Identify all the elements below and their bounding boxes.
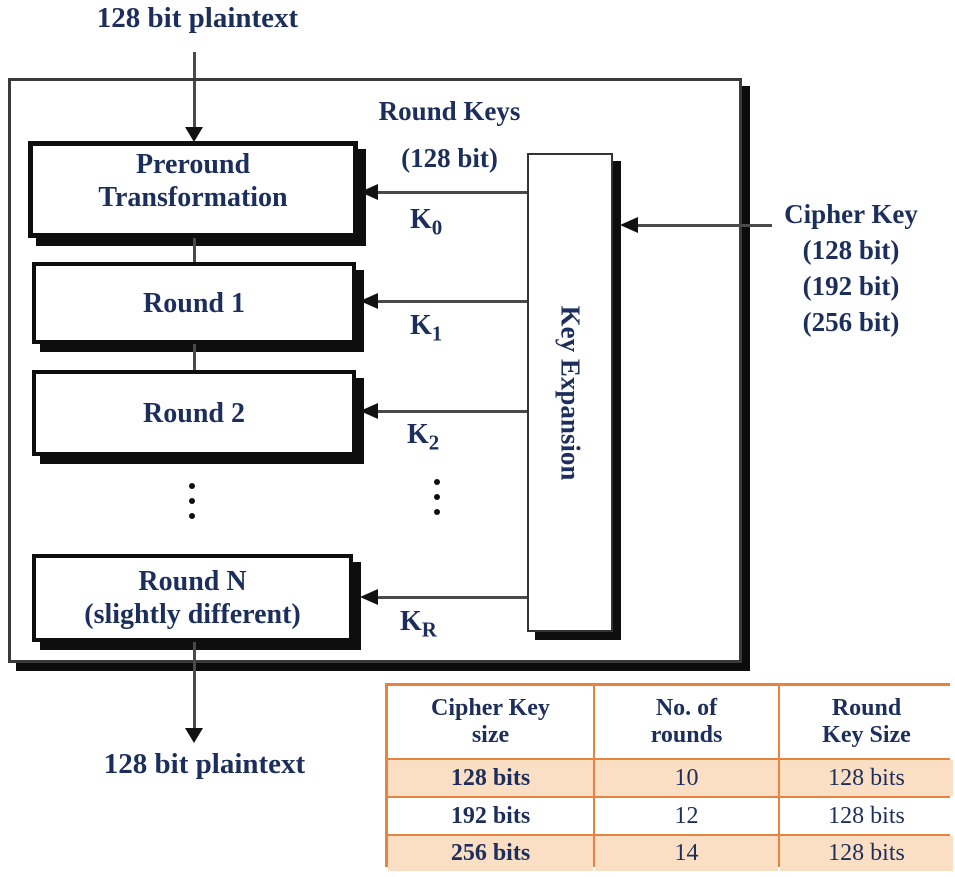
round-keys-title: Round Keys [378, 96, 521, 126]
key-expansion-label: Key Expansion [555, 305, 586, 480]
output-arrow-line [193, 642, 196, 730]
input-arrow-line [193, 52, 196, 130]
preround-line2: Transformation [98, 182, 288, 213]
cipher-key-size-256: (256 bit) [802, 307, 900, 337]
table-row: 256 bits [388, 836, 593, 871]
arrow-down-icon [185, 127, 203, 142]
arrow-left-icon [360, 589, 378, 605]
round-2-box: Round 2 [32, 370, 356, 456]
keys-ellipsis-dots [434, 479, 440, 515]
connector-round1-round2 [193, 344, 196, 370]
round-n-line2: (slightly different) [84, 599, 301, 630]
arrow-down-icon [185, 728, 203, 743]
k2-label: K2 [407, 419, 440, 455]
input-plaintext-label: 128 bit plaintext [96, 2, 299, 34]
table-row: 128 bits [780, 836, 953, 871]
cipher-key-size-192: (192 bit) [802, 271, 900, 301]
round-n-box: Round N (slightly different) [32, 554, 353, 642]
k0-arrow-line [378, 191, 527, 194]
k0-label: K0 [410, 204, 443, 240]
kr-label: KR [400, 606, 437, 642]
arrow-left-icon [360, 184, 378, 200]
round-2-label: Round 2 [143, 397, 245, 429]
table-row: 192 bits [388, 798, 593, 834]
table-row: 14 [595, 836, 778, 871]
k2-arrow-line [378, 410, 527, 413]
output-plaintext-label: 128 bit plaintext [103, 748, 306, 780]
cipher-key-arrow-line [638, 224, 772, 227]
round-1-box: Round 1 [32, 262, 356, 344]
connector-preround-round1 [193, 238, 196, 262]
cipher-key-size-128: (128 bit) [802, 235, 900, 265]
table-row: 12 [595, 798, 778, 834]
arrow-left-icon [360, 403, 378, 419]
table-row: 10 [595, 760, 778, 796]
cipher-key-caption: Cipher Key (128 bit) (192 bit) (256 bit) [770, 196, 932, 340]
rounds-ellipsis-dots [189, 483, 195, 519]
k1-arrow-line [378, 300, 527, 303]
arrow-left-icon [620, 217, 638, 233]
preround-transformation-box: Preround Transformation [28, 141, 358, 238]
table-row: 128 bits [388, 760, 593, 796]
table-row: 128 bits [780, 798, 953, 834]
preround-line1: Preround [135, 149, 251, 180]
round-keys-size: (128 bit) [401, 143, 498, 173]
table-row: 128 bits [780, 760, 953, 796]
key-expansion-box: Key Expansion [527, 153, 613, 632]
round-n-line1: Round N [138, 566, 247, 597]
cipher-outer-frame [8, 78, 742, 663]
cipher-key-title: Cipher Key [784, 199, 918, 229]
round-1-label: Round 1 [143, 287, 245, 319]
kr-arrow-line [378, 596, 527, 599]
arrow-left-icon [360, 293, 378, 309]
k1-label: K1 [410, 310, 443, 346]
